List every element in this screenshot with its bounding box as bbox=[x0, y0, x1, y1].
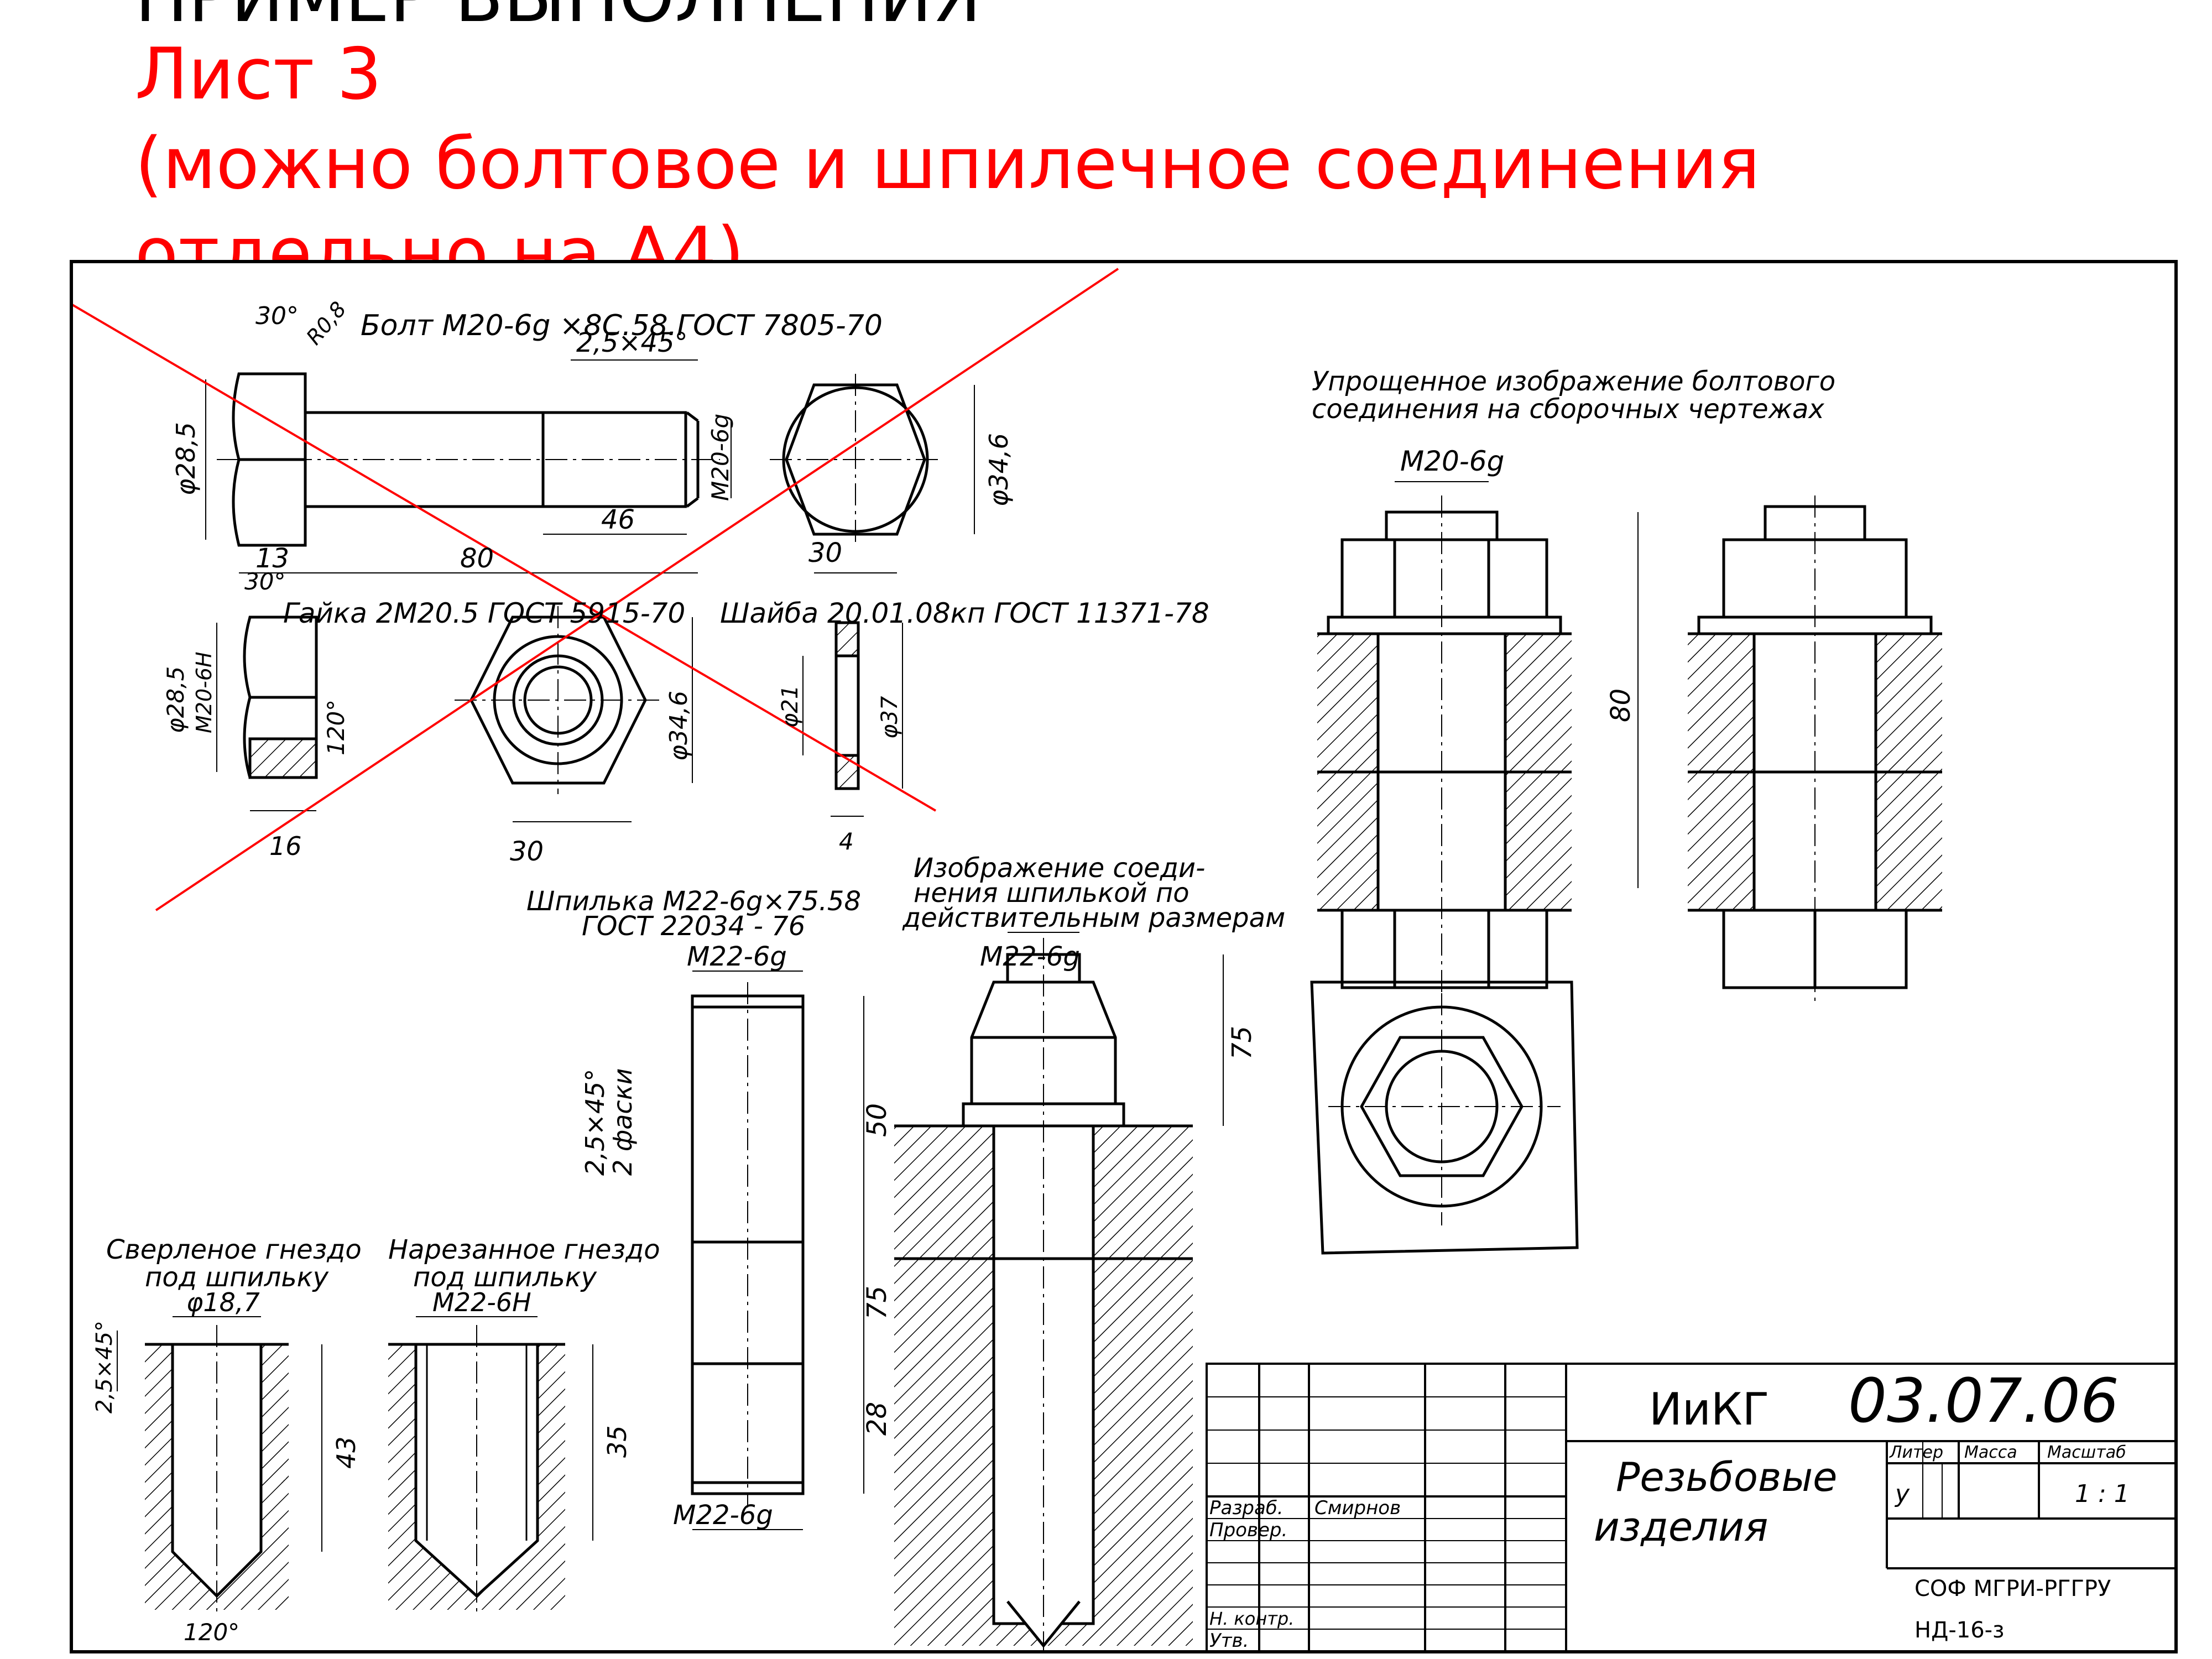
dim-bolt-radius: R0,8 bbox=[301, 297, 351, 349]
nut-side-view bbox=[216, 615, 318, 811]
dim-nut-angle: 30° bbox=[244, 568, 285, 595]
dim-nut-width: 30 bbox=[510, 836, 544, 867]
title-block-col-lit: Литер bbox=[1889, 1443, 1943, 1462]
dim-washer-inner: φ21 bbox=[778, 685, 803, 728]
dim-washer-thickness: 4 bbox=[839, 828, 854, 855]
sheet-number: Лист 3 bbox=[135, 33, 382, 116]
title-block-code: 03.07.06 bbox=[1848, 1365, 2119, 1436]
dim-nut-hex-dia: φ34,6 bbox=[665, 691, 693, 761]
dim-bolt-chamfer: 2,5×45° bbox=[576, 327, 688, 358]
title-block-lit-value: у bbox=[1894, 1480, 1910, 1508]
bolt-label: Болт М20-6g ×8С.58.ГОСТ 7805-70 bbox=[361, 309, 883, 342]
title-block-row-prover: Провер. bbox=[1209, 1519, 1287, 1541]
simplified-connection-label-1: Упрощенное изображение болтового bbox=[1312, 366, 1835, 397]
dim-stud-chamfer-count: 2 фаски bbox=[608, 1068, 638, 1176]
title-block-grid bbox=[1206, 1363, 2174, 1650]
drawing-sheet: Болт М20-6g ×8С.58.ГОСТ 7805-70 30° R0,8… bbox=[70, 260, 2178, 1653]
dim-simplified-length: 80 bbox=[1605, 688, 1636, 722]
dim-stud-thread-len: 50 bbox=[862, 1103, 893, 1137]
dim-tapped-thread: М22-6Н bbox=[432, 1287, 531, 1317]
sheet-note-line-1: (можно болтовое и шпилечное соединения bbox=[135, 123, 1760, 205]
dim-drilled-dia: φ18,7 bbox=[186, 1287, 260, 1317]
title-block-org: СОФ МГРИ-РГГРУ bbox=[1914, 1576, 2111, 1601]
title-block-row-nkont: Н. контр. bbox=[1209, 1608, 1294, 1629]
dim-drilled-chamfer: 2,5×45° bbox=[92, 1321, 117, 1413]
tapped-socket bbox=[388, 1316, 593, 1613]
dim-stud-chamfer: 2,5×45° bbox=[580, 1069, 610, 1176]
washer-label: Шайба 20.01.08кп ГОСТ 11371-78 bbox=[720, 597, 1209, 629]
dim-drilled-depth: 43 bbox=[331, 1436, 361, 1469]
drilled-socket bbox=[117, 1316, 322, 1613]
title-block-name-1: Резьбовые bbox=[1616, 1454, 1837, 1500]
tapped-socket-label-1: Нарезанное гнездо bbox=[388, 1234, 660, 1265]
dim-washer-outer: φ37 bbox=[877, 696, 902, 739]
dim-tapped-depth: 35 bbox=[602, 1425, 632, 1458]
dim-nut-dia: φ28,5 bbox=[162, 666, 189, 733]
real-connection-label-2: нения шпилькой по bbox=[914, 878, 1190, 909]
stud-label-1: Шпилька М22-6g×75.58 bbox=[526, 886, 861, 917]
title-block-scale-value: 1 : 1 bbox=[2075, 1480, 2130, 1508]
drilled-socket-label-1: Сверленое гнездо bbox=[106, 1234, 362, 1265]
bolt-connection-top-view bbox=[1310, 980, 1579, 1255]
dim-bolt-hex-width: 30 bbox=[808, 538, 842, 568]
dim-simplified-thread: М20-6g bbox=[1400, 445, 1504, 477]
bolt-drawing bbox=[205, 359, 732, 573]
dim-nut-thread: М20-6Н bbox=[192, 651, 216, 733]
nut-hex-view bbox=[455, 606, 693, 822]
dim-stud-thread-top: М22-6g bbox=[687, 941, 787, 972]
title-block-col-mass: Масса bbox=[1964, 1443, 2017, 1462]
dim-drilled-angle: 120° bbox=[184, 1619, 239, 1646]
stud-drawing bbox=[691, 971, 864, 1530]
dim-bolt-head-height: 13 bbox=[255, 543, 289, 574]
bolt-hex-view bbox=[770, 374, 975, 573]
dim-nut-height: 16 bbox=[269, 831, 302, 861]
bolt-connection-simplified-1 bbox=[1317, 481, 1639, 1004]
title-block-row-utv: Утв. bbox=[1209, 1630, 1249, 1652]
dim-nut-chamfer-angle: 120° bbox=[322, 700, 349, 755]
dim-stud-screw-len: 28 bbox=[862, 1402, 893, 1436]
dim-bolt-hex-dia: φ34,6 bbox=[984, 433, 1014, 507]
bolt-connection-simplified-2 bbox=[1688, 495, 1942, 1004]
title-block-name-2: изделия bbox=[1594, 1504, 1768, 1550]
title-block-row-razrab: Разраб. bbox=[1209, 1497, 1284, 1519]
dim-bolt-thread-length: 46 bbox=[601, 504, 635, 535]
dim-stud-thread-bottom: М22-6g bbox=[673, 1500, 773, 1531]
dim-real-length: 75 bbox=[1227, 1026, 1258, 1060]
technical-drawing: Болт М20-6g ×8С.58.ГОСТ 7805-70 30° R0,8… bbox=[73, 268, 2174, 1652]
title-block-author: Смирнов bbox=[1314, 1497, 1401, 1519]
simplified-connection-label-2: соединения на сборочных чертежах bbox=[1312, 394, 1824, 425]
dim-bolt-thread: М20-6g bbox=[707, 414, 734, 501]
title-block-subject: ИиКГ bbox=[1649, 1384, 1769, 1435]
sheet-heading: ПРИМЕР ВЫПОЛНЕНИЯ bbox=[135, 0, 981, 38]
tapped-socket-label-2: под шпильку bbox=[413, 1262, 597, 1293]
dim-bolt-length: 80 bbox=[460, 543, 494, 574]
drilled-socket-label-2: под шпильку bbox=[145, 1262, 329, 1293]
dim-bolt-angle: 30° bbox=[255, 302, 299, 330]
cross-out-lines bbox=[73, 268, 1119, 911]
title-block-col-scale: Масштаб bbox=[2047, 1443, 2126, 1462]
title-block-group: НД-16-з bbox=[1914, 1618, 2004, 1643]
washer-view bbox=[802, 621, 903, 817]
stud-connection-real bbox=[894, 932, 1224, 1650]
dim-stud-body-len: 75 bbox=[862, 1286, 893, 1319]
nut-label: Гайка 2М20.5 ГОСТ 5915-70 bbox=[283, 597, 685, 629]
dim-real-thread: М22-6g bbox=[980, 941, 1080, 972]
stud-label-2: ГОСТ 22034 - 76 bbox=[582, 911, 805, 942]
real-connection-label-1: Изображение соеди- bbox=[914, 853, 1205, 884]
real-connection-label-3: действительным размерам bbox=[902, 902, 1285, 933]
dim-bolt-head-dia: φ28,5 bbox=[171, 422, 201, 495]
